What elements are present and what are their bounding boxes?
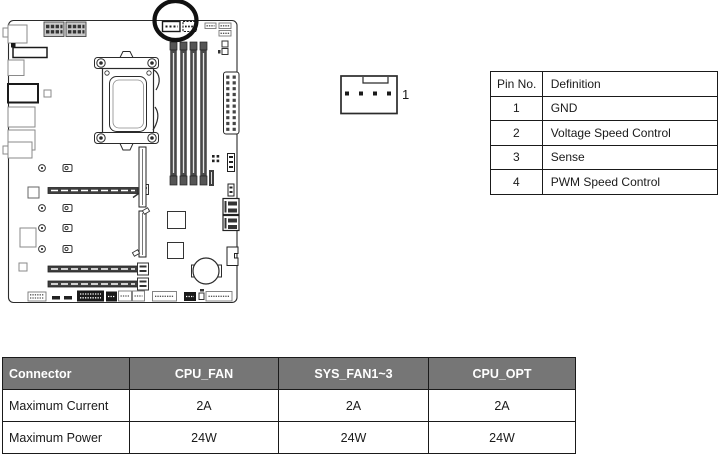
cpu-fan-header [161,20,181,33]
pin1-label: 1 [402,87,409,102]
rear-io-ports [2,24,52,159]
pin-definition: Voltage Speed Control [541,120,718,146]
pcie-slots [47,184,149,291]
sata-ports [209,153,240,266]
table-row: 4 PWM Speed Control [490,169,718,195]
dimm-slot [199,41,208,186]
atx12v-power-connectors [43,21,87,37]
pin-3 [359,91,363,96]
pin-1 [387,91,391,96]
chips [18,186,186,272]
atx-24pin-connector [223,71,240,135]
m2-connectors [131,146,151,258]
dimm-slot [169,41,178,186]
value-cell: 24W [129,421,279,454]
sys-fan-header-cell: SYS_FAN1~3 [278,357,429,390]
fan-connector-body [340,75,398,115]
screw-holes [38,164,46,253]
fan-headers-highlight-circle [152,0,199,43]
value-cell: 2A [428,389,576,422]
front-panel-headers [27,289,233,302]
pin-2 [373,91,377,96]
pin-definition-table: Pin No. Definition 1 GND 2 Voltage Speed… [490,71,718,195]
table-row: Maximum Power 24W 24W 24W [2,421,576,454]
connector-header: Connector [2,357,130,390]
motherboard-diagram [2,0,240,304]
dimm-slot [179,41,188,186]
pin-4 [345,91,349,96]
table-row: 3 Sense [490,144,718,170]
connector-notch [362,77,389,84]
battery [191,257,222,285]
table-row: 2 Voltage Speed Control [490,120,718,146]
value-cell: 2A [278,389,429,422]
value-cell: 24W [428,421,576,454]
pin-no-header: Pin No. [490,71,543,97]
cpu-socket [94,51,160,151]
pin-number: 4 [490,169,543,195]
table-header-row: Connector CPU_FAN SYS_FAN1~3 CPU_OPT [2,357,576,390]
system-fan-headers [204,22,232,55]
pin-number: 3 [490,144,543,170]
cpu-fan-header-cell: CPU_FAN [129,357,279,390]
dimm-slot [189,41,198,186]
pin-number: 2 [490,120,543,146]
pin-definition: PWM Speed Control [541,169,718,195]
m2-standoffs [62,164,73,253]
cpu-opt-header-cell: CPU_OPT [428,357,576,390]
table-header-row: Pin No. Definition [490,71,718,97]
table-row: Maximum Current 2A 2A 2A [2,389,576,422]
value-cell: 24W [278,421,429,454]
pin-definition: GND [541,95,718,121]
dimm-slots [169,41,208,186]
fan-spec-table: Connector CPU_FAN SYS_FAN1~3 CPU_OPT Max… [2,357,576,454]
row-label: Maximum Current [2,389,130,422]
pin-definition: Sense [541,144,718,170]
pin-number: 1 [490,95,543,121]
row-label: Maximum Power [2,421,130,454]
definition-header: Definition [541,71,718,97]
table-row: 1 GND [490,95,718,121]
value-cell: 2A [129,389,279,422]
fan-connector-diagram: 1 [340,75,409,115]
